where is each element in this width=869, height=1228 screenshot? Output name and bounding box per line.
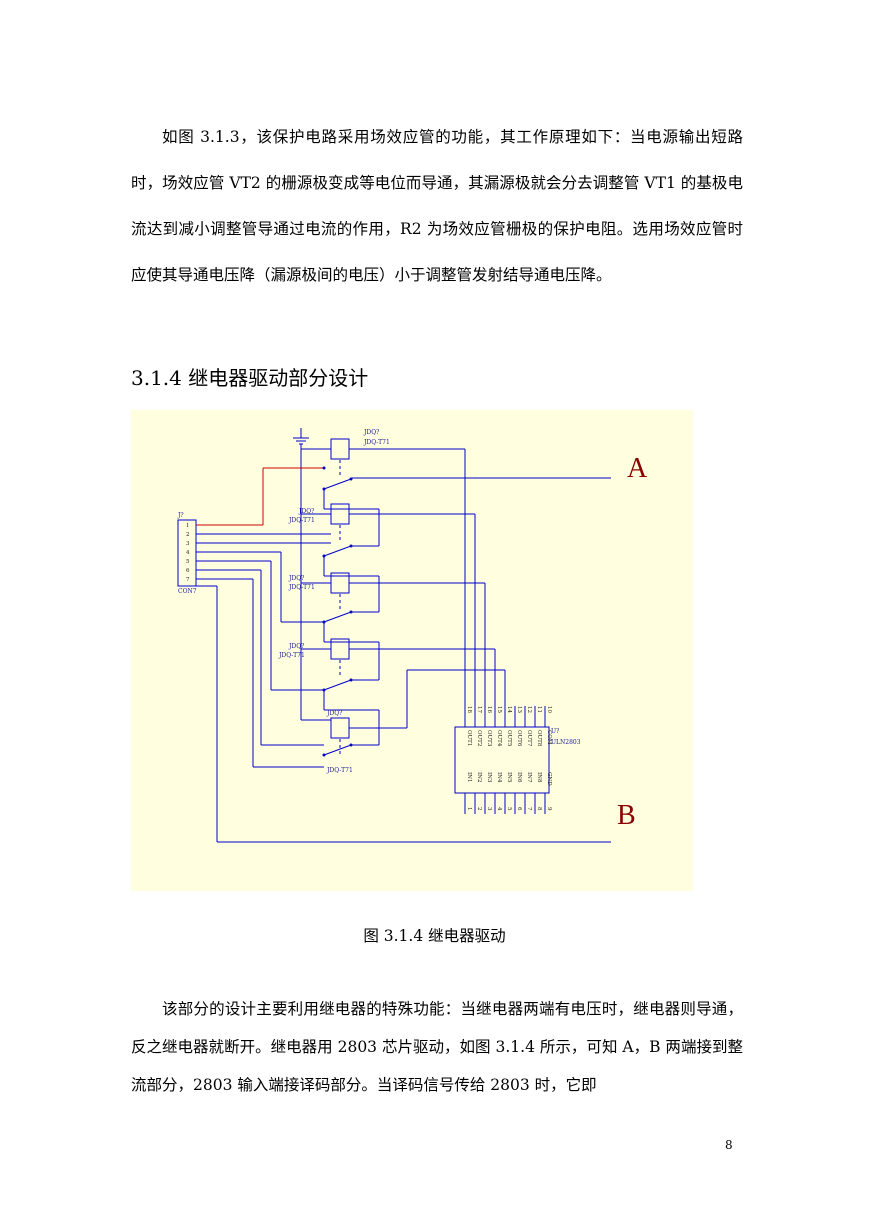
connector-pin-5: 5: [186, 559, 190, 565]
figure-caption: 图 3.1.4 继电器驱动: [363, 927, 506, 945]
ic-out-2: OUT2: [476, 730, 482, 746]
ic-pin-12: 12: [526, 706, 532, 713]
relay-3-type: JDQ-T71: [288, 584, 315, 591]
ic-pin-14: 14: [506, 706, 512, 713]
schematic-drawing: JDQ? JDQ-T71 JDQ? JDQ-T71 JDQ? JDQ-T71 J…: [177, 428, 648, 843]
ic-in-8: IN8: [536, 772, 542, 783]
ic-pin-4: 4: [496, 807, 502, 811]
connector-pin-6: 6: [186, 568, 190, 574]
section-heading: 3.1.4 继电器驱动部分设计: [131, 366, 369, 390]
ic-pin-5: 5: [506, 807, 512, 811]
ic-pin-13: 13: [516, 706, 522, 713]
ic-pin-11: 11: [536, 706, 542, 713]
relay-3-ref: JDQ?: [288, 575, 304, 582]
ic-pin-7: 7: [526, 807, 532, 811]
relay-5-ref: JDQ?: [326, 710, 342, 717]
ic-pin-1: 1: [466, 807, 472, 811]
connector-pin-1: 1: [186, 523, 190, 529]
ic-out-1: OUT1: [466, 730, 472, 746]
ic-in-6: IN6: [516, 772, 522, 783]
ic-in-3: IN3: [486, 772, 492, 783]
ic-out-8: OUT8: [536, 730, 542, 747]
ic-out-5: OUT5: [506, 730, 512, 747]
ic-output-labels: OUT1 OUT2 OUT3 OUT4 OUT5 OUT6 OUT7 OUT8 …: [466, 730, 552, 747]
ic-pin-6: 6: [516, 807, 522, 811]
ic-in-7: IN7: [526, 772, 532, 783]
relay-driver-schematic: JDQ? JDQ-T71 JDQ? JDQ-T71 JDQ? JDQ-T71 J…: [131, 410, 693, 891]
ic-in-1: IN1: [466, 772, 472, 782]
relay-2-type: JDQ-T71: [288, 517, 315, 524]
ic-pin-8: 8: [536, 807, 542, 811]
relay-5-type: JDQ-T71: [326, 767, 353, 774]
relay-4-ref: JDQ?: [288, 643, 304, 650]
relay-1-ref: JDQ?: [363, 429, 379, 436]
ic-input-labels: IN1 IN2 IN3 IN4 IN5 IN6 IN7 IN8 GND: [466, 772, 552, 786]
relay-2-ref: JDQ?: [298, 508, 314, 515]
ic-pin-2: 2: [476, 807, 482, 811]
body-paragraph-1: 如图 3.1.3，该保护电路采用场效应管的功能，其工作原理如下：当电源输出短路时…: [131, 128, 743, 284]
connector-ref: J?: [177, 512, 184, 519]
ic-in-4: IN4: [496, 772, 502, 783]
page-number: 8: [725, 1138, 733, 1152]
ic-pin-18: 18: [466, 706, 472, 713]
relay-4-type: JDQ-T71: [278, 652, 305, 659]
ic-out-3: OUT3: [486, 730, 492, 747]
ic-out-6: OUT6: [516, 730, 522, 747]
ic-out-7: OUT7: [526, 730, 532, 747]
body-paragraph-2: 该部分的设计主要利用继电器的特殊功能：当继电器两端有电压时，继电器则导通，反之继…: [131, 1000, 743, 1094]
ic-pin-3: 3: [486, 807, 492, 811]
ic-pin-9: 9: [546, 807, 552, 811]
relay-1-type: JDQ-T71: [363, 439, 390, 446]
terminal-a-label: A: [627, 453, 648, 484]
ic-part: ULN2803: [551, 739, 581, 746]
connector-pin-4: 4: [186, 550, 190, 556]
ic-pin-16: 16: [486, 706, 492, 713]
terminal-b-label: B: [617, 800, 636, 831]
ic-pin-17: 17: [476, 706, 482, 713]
ic-pin-15: 15: [496, 706, 502, 713]
connector-pin-2: 2: [186, 532, 190, 538]
connector-pin-3: 3: [186, 541, 190, 547]
connector-name: CON7: [178, 588, 197, 595]
ic-com: COM: [546, 730, 552, 745]
ic-in-5: IN5: [506, 772, 512, 783]
ic-ref: U?: [551, 728, 559, 735]
ic-pin-10: 10: [546, 706, 552, 713]
ic-top-pin-numbers: 18 17 16 15 14 13 12 11 10: [466, 706, 552, 713]
ic-bottom-pin-numbers: 1 2 3 4 5 6 7 8 9: [466, 807, 552, 811]
ic-gnd: GND: [546, 772, 552, 786]
connector-pin-7: 7: [186, 577, 190, 583]
ic-out-4: OUT4: [496, 730, 502, 747]
ic-in-2: IN2: [476, 772, 482, 782]
